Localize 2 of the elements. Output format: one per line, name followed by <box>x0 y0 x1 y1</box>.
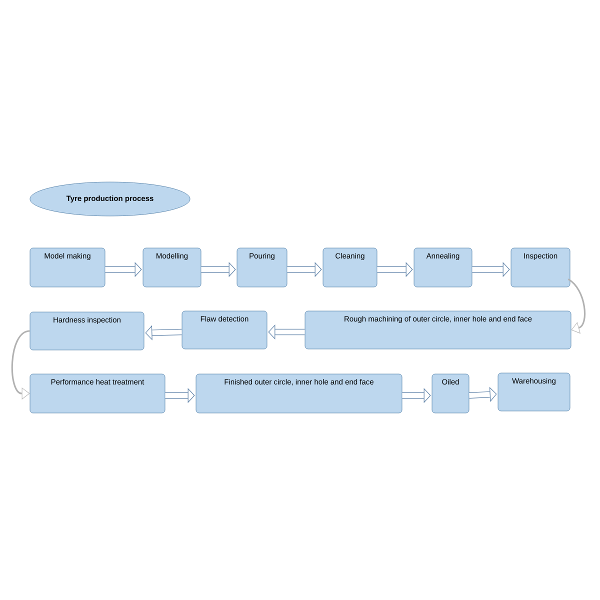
curved-arrow <box>568 278 586 334</box>
curved-arrow <box>11 330 30 400</box>
